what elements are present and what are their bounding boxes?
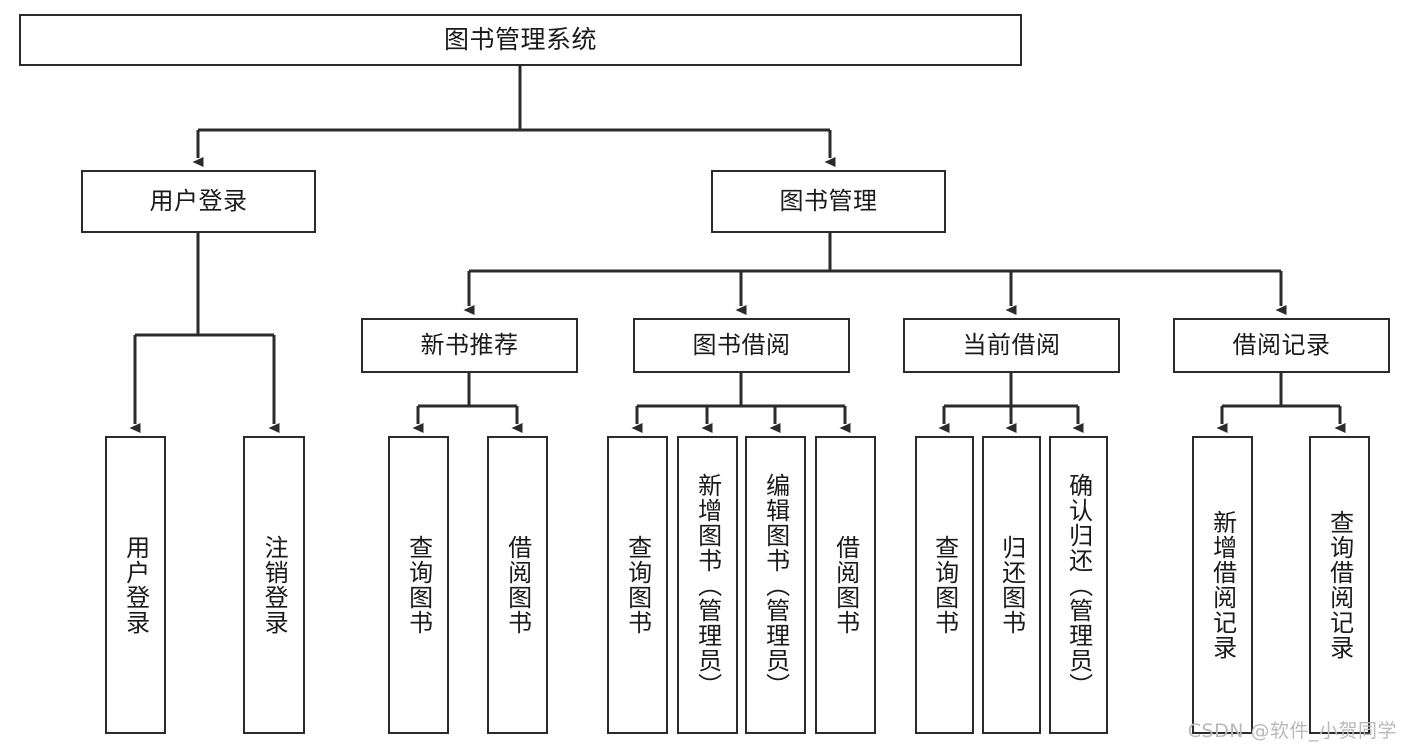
node-user-login[interactable]: 用户登录 [81, 170, 316, 233]
leaf-confirm-return-admin-label: 确认归还（管理员） [1064, 472, 1093, 698]
edges-current-borrow [938, 373, 1084, 433]
node-book-borrow[interactable]: 图书借阅 [633, 318, 850, 373]
leaf-borrow-book-label: 借阅图书 [831, 535, 860, 635]
watermark: CSDN @软件_小贺同学 [1187, 720, 1397, 742]
leaf-logout[interactable]: 注销登录 [243, 436, 305, 734]
node-book-borrow-label: 图书借阅 [692, 331, 791, 360]
leaf-user-login[interactable]: 用户登录 [105, 436, 166, 734]
node-root[interactable]: 图书管理系统 [19, 14, 1022, 66]
edges-root [192, 66, 836, 167]
leaf-return-book[interactable]: 归还图书 [982, 436, 1041, 734]
leaf-borrow-book-recommend[interactable]: 借阅图书 [487, 436, 548, 734]
node-borrow-record-label: 借阅记录 [1232, 331, 1331, 360]
leaf-query-borrow-record[interactable]: 查询借阅记录 [1309, 436, 1370, 734]
edges-new-book [412, 373, 523, 433]
edges-book-manage [463, 233, 1287, 315]
leaf-confirm-return-admin[interactable]: 确认归还（管理员） [1049, 436, 1108, 734]
leaf-query-book-recommend-label: 查询图书 [404, 535, 433, 635]
leaf-query-book-borrow-label: 查询图书 [623, 535, 652, 635]
leaf-add-book-admin[interactable]: 新增图书（管理员） [677, 436, 738, 734]
node-new-book-recommend-label: 新书推荐 [420, 331, 519, 360]
node-book-management-label: 图书管理 [779, 187, 878, 216]
node-book-management[interactable]: 图书管理 [711, 170, 946, 233]
leaf-user-login-label: 用户登录 [121, 535, 150, 635]
leaf-edit-book-admin[interactable]: 编辑图书（管理员） [745, 436, 806, 734]
node-new-book-recommend[interactable]: 新书推荐 [361, 318, 578, 373]
leaf-return-book-label: 归还图书 [997, 535, 1026, 635]
edges-book-borrow [631, 373, 851, 433]
node-root-label: 图书管理系统 [443, 25, 597, 55]
leaf-query-book-recommend[interactable]: 查询图书 [388, 436, 449, 734]
leaf-query-book-current-label: 查询图书 [930, 535, 959, 635]
leaf-add-book-admin-label: 新增图书（管理员） [693, 472, 722, 698]
leaf-query-borrow-record-label: 查询借阅记录 [1325, 510, 1354, 660]
leaf-query-book-current[interactable]: 查询图书 [915, 436, 974, 734]
node-borrow-record[interactable]: 借阅记录 [1173, 318, 1390, 373]
leaf-add-borrow-record-label: 新增借阅记录 [1208, 510, 1237, 660]
node-current-borrow[interactable]: 当前借阅 [903, 318, 1120, 373]
leaf-query-book-borrow[interactable]: 查询图书 [607, 436, 668, 734]
leaf-edit-book-admin-label: 编辑图书（管理员） [761, 472, 790, 698]
edges-borrow-record [1216, 373, 1346, 433]
leaf-borrow-book-recommend-label: 借阅图书 [503, 535, 532, 635]
leaf-add-borrow-record[interactable]: 新增借阅记录 [1192, 436, 1253, 734]
node-current-borrow-label: 当前借阅 [962, 331, 1061, 360]
leaf-logout-label: 注销登录 [260, 535, 289, 635]
edges-user-login [129, 233, 280, 433]
leaf-borrow-book[interactable]: 借阅图书 [815, 436, 876, 734]
node-user-login-label: 用户登录 [149, 187, 248, 216]
